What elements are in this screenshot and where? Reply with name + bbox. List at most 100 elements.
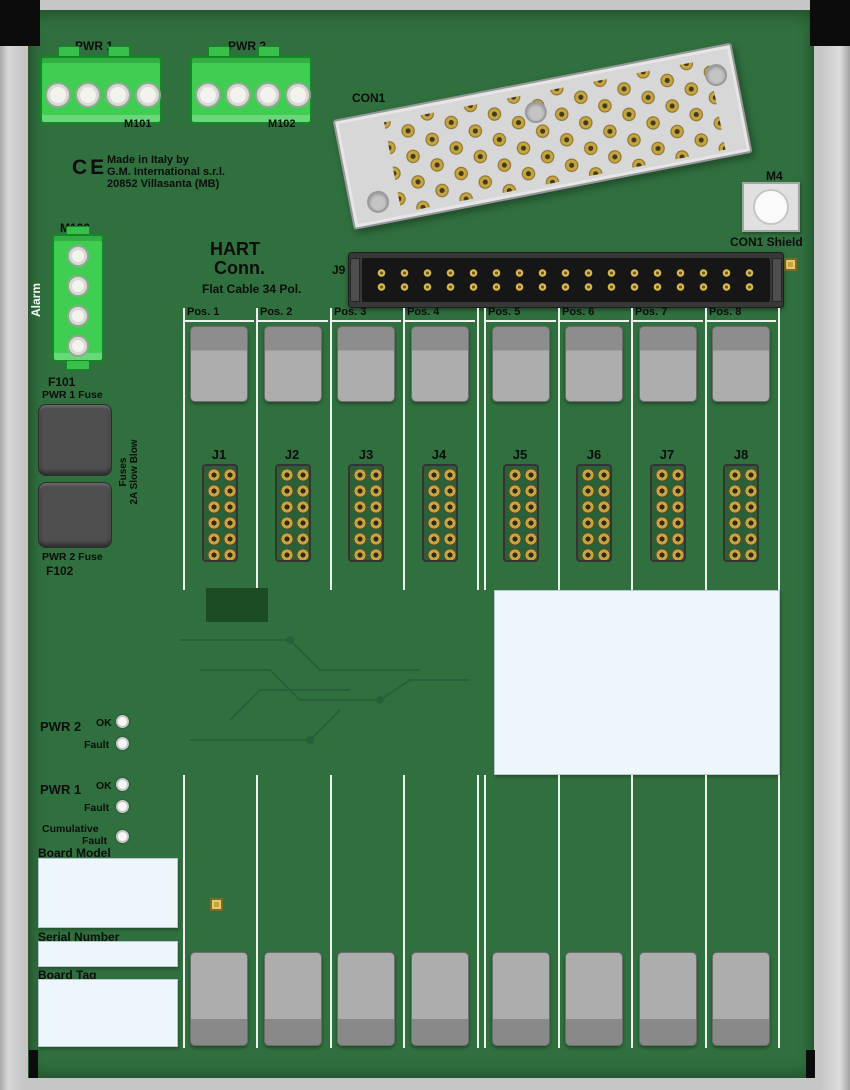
pin-header xyxy=(275,464,311,562)
position-label: Pos. 4 xyxy=(407,306,440,318)
relay-component xyxy=(565,952,623,1046)
manufacturer-line2: G.M. International s.r.l. xyxy=(107,166,225,178)
position-label: Pos. 1 xyxy=(187,306,220,318)
channel-divider-line xyxy=(477,775,479,1048)
header-label: J3 xyxy=(358,447,374,462)
channel-divider-line xyxy=(330,775,332,1048)
cumulative-label: Cumulative xyxy=(42,823,99,835)
fuse-holder-pwr1 xyxy=(38,404,112,476)
screw-terminal xyxy=(67,335,89,357)
channel-divider-line xyxy=(183,308,185,590)
con1-label: CON1 xyxy=(352,91,386,105)
position-label: Pos. 6 xyxy=(562,306,595,318)
j9-pin-rows xyxy=(370,266,762,294)
con1-mounting-hole xyxy=(365,188,391,215)
board-model-box xyxy=(38,858,178,928)
screw-terminal xyxy=(67,245,89,267)
j9-ref-label: J9 xyxy=(332,263,346,277)
pwr2-ok-label: OK xyxy=(96,717,112,729)
corner-cutout-bottom-right xyxy=(806,1050,815,1078)
corner-cutout-top-left xyxy=(0,0,40,46)
pwr2-ok-led xyxy=(116,715,129,728)
fuse-holder-pwr2 xyxy=(38,482,112,548)
header-label: J7 xyxy=(659,447,675,462)
channel-divider-line xyxy=(778,775,780,1048)
relay-component xyxy=(337,326,395,402)
position-label: Pos. 7 xyxy=(635,306,668,318)
relay-component xyxy=(337,952,395,1046)
m4-ref-label: M4 xyxy=(766,169,783,183)
relay-component xyxy=(712,952,770,1046)
circuit-traces xyxy=(180,636,470,744)
channel-divider-line xyxy=(484,775,486,1048)
relay-component xyxy=(264,952,322,1046)
silkscreen-line xyxy=(486,320,556,322)
silkscreen-line xyxy=(405,320,475,322)
header-label: J1 xyxy=(211,447,227,462)
screw-terminal xyxy=(67,275,89,297)
header-label: J4 xyxy=(431,447,447,462)
con1-shield-hole xyxy=(753,189,789,225)
pin-header xyxy=(348,464,384,562)
hart-subtitle: Flat Cable 34 Pol. xyxy=(202,282,302,296)
manufacturer-line1: Made in Italy by xyxy=(107,154,189,166)
pin-header xyxy=(503,464,539,562)
f101-ref-label: F101 xyxy=(48,375,76,389)
test-pad xyxy=(784,258,797,271)
alarm-terminal-tab xyxy=(66,360,90,370)
test-pad xyxy=(210,898,223,911)
pin-header xyxy=(422,464,458,562)
relay-component xyxy=(411,952,469,1046)
hart-title-line1: HART xyxy=(210,239,260,259)
screw-terminal xyxy=(255,82,281,108)
silkscreen-line xyxy=(258,320,328,322)
pwr1-fault-led xyxy=(116,800,129,813)
fuse-note-line2: 2A Slow Blow xyxy=(129,439,140,505)
con1-shield-label: CON1 Shield xyxy=(730,235,803,249)
hart-title-line2: Conn. xyxy=(214,258,265,278)
position-label: Pos. 8 xyxy=(709,306,742,318)
position-label: Pos. 2 xyxy=(260,306,293,318)
screw-terminal xyxy=(45,82,71,108)
large-label-area xyxy=(494,590,780,775)
serial-number-box xyxy=(38,941,178,967)
pwr1-ok-led xyxy=(116,778,129,791)
relay-component xyxy=(639,952,697,1046)
pin-header xyxy=(576,464,612,562)
board-tag-box xyxy=(38,979,178,1047)
alarm-label: Alarm xyxy=(29,283,43,318)
relay-component xyxy=(190,326,248,402)
j9-latch-right xyxy=(772,258,782,302)
position-label: Pos. 5 xyxy=(488,306,521,318)
silkscreen-line xyxy=(633,320,703,322)
silkscreen-line xyxy=(706,320,776,322)
serial-number-label: Serial Number xyxy=(38,930,120,944)
channel-divider-line xyxy=(778,308,780,590)
channel-divider-line xyxy=(256,308,258,590)
pwr2-status-label: PWR 2 xyxy=(40,719,82,734)
channel-divider-line xyxy=(631,775,633,1048)
channel-divider-line xyxy=(705,775,707,1048)
pin-header xyxy=(723,464,759,562)
f102-ref-label: F102 xyxy=(46,564,74,578)
relay-component xyxy=(712,326,770,402)
board-tag-label: Board Tag xyxy=(38,968,97,982)
silkscreen-line xyxy=(184,320,254,322)
screw-terminal xyxy=(225,82,251,108)
pwr2-ref-label: M102 xyxy=(268,118,296,130)
screw-terminal xyxy=(285,82,311,108)
board-model-label: Board Model xyxy=(38,846,111,860)
channel-divider-line xyxy=(484,308,486,590)
channel-divider-line xyxy=(403,775,405,1048)
relay-component xyxy=(492,952,550,1046)
channel-divider-line xyxy=(256,775,258,1048)
channel-divider-line xyxy=(330,308,332,590)
pin-header xyxy=(650,464,686,562)
silkscreen-line xyxy=(331,320,401,322)
cumulative-fault-label: Fault xyxy=(82,835,108,847)
channel-divider-line xyxy=(558,308,560,590)
header-label: J2 xyxy=(284,447,300,462)
fuse-note: Fuses 2A Slow Blow xyxy=(118,417,146,527)
silkscreen-line xyxy=(559,320,629,322)
relay-component xyxy=(190,952,248,1046)
